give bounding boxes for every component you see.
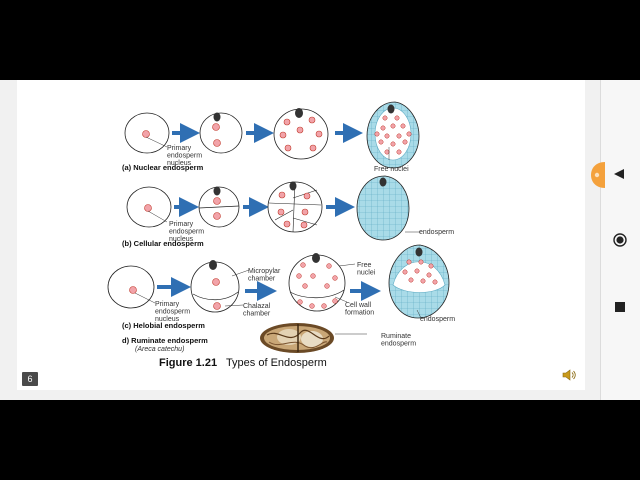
row-cellular: endosperm Primary endosperm nucleus (b) … bbox=[122, 175, 454, 248]
caption-nuclear: (a) Nuclear endosperm bbox=[122, 163, 204, 172]
label-endosperm-c: endosperm bbox=[420, 316, 455, 323]
caption-cellular: (b) Cellular endosperm bbox=[122, 239, 204, 248]
row-nuclear: Primary endosperm nucleus Free nuclei (a… bbox=[122, 101, 420, 173]
navbar-divider bbox=[600, 80, 601, 400]
label-free-nuclei-a: Free nuclei bbox=[374, 166, 409, 173]
label-chalazal-chamber: Chalazal chamber bbox=[243, 303, 272, 318]
row-ruminate: d) Ruminate endosperm (Areca catechu) Ru… bbox=[122, 323, 416, 353]
page-number-badge: 6 bbox=[22, 372, 38, 386]
caption-ruminate: d) Ruminate endosperm bbox=[122, 336, 208, 345]
speaker-icon[interactable] bbox=[562, 368, 576, 382]
figure-title: Figure 1.21 Types of Endosperm bbox=[159, 357, 327, 369]
label-primary-nucleus-a: Primary endosperm nucleus bbox=[167, 145, 204, 167]
caption-helobial: (c) Helobial endosperm bbox=[122, 321, 205, 330]
areca-seed-photo bbox=[260, 323, 334, 353]
home-circle-icon[interactable] bbox=[613, 233, 627, 247]
recents-square-icon[interactable] bbox=[615, 302, 625, 312]
slide: Primary endosperm nucleus Free nuclei (a… bbox=[17, 80, 585, 390]
label-primary-nucleus-c: Primary endosperm nucleus bbox=[155, 301, 192, 323]
species-areca: (Areca catechu) bbox=[135, 346, 184, 353]
label-micropylar-chamber: Micropylar chamber bbox=[248, 268, 282, 283]
screen: Primary endosperm nucleus Free nuclei (a… bbox=[0, 80, 640, 400]
label-endosperm-b: endosperm bbox=[419, 229, 454, 236]
endosperm-diagram: Primary endosperm nucleus Free nuclei (a… bbox=[107, 101, 455, 369]
navigation-bar bbox=[591, 80, 640, 400]
back-triangle-icon[interactable] bbox=[613, 168, 625, 180]
label-cell-wall-formation: Cell wall formation bbox=[345, 302, 374, 317]
row-helobial: Primary endosperm nucleus Micropylar cha… bbox=[107, 244, 455, 330]
floating-orange-button[interactable] bbox=[591, 162, 605, 188]
label-primary-nucleus-b: Primary endosperm nucleus bbox=[169, 221, 206, 243]
label-ruminate-endosperm: Ruminate endosperm bbox=[381, 333, 416, 348]
label-free-nuclei-c: Free nuclei bbox=[357, 262, 376, 277]
